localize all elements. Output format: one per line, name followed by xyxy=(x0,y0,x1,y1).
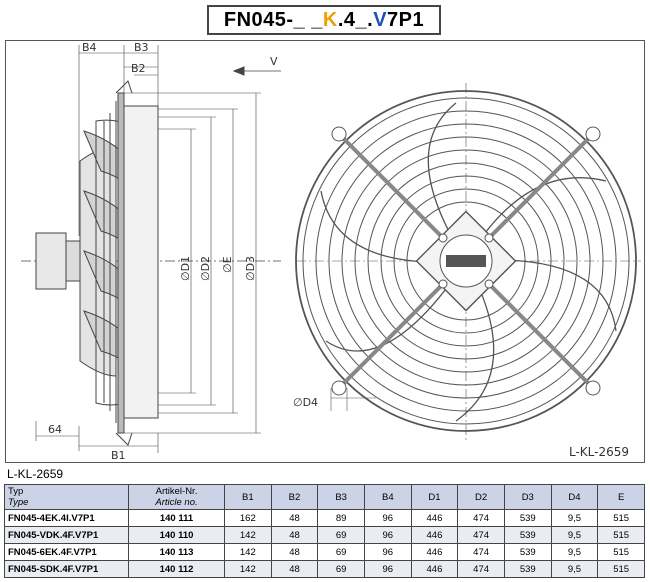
cell-d4: 9,5 xyxy=(550,543,599,561)
header-e: E xyxy=(597,484,645,510)
header-d4: D4 xyxy=(550,484,599,510)
cell-b4: 96 xyxy=(363,560,412,578)
cell-b4: 96 xyxy=(363,526,412,544)
title-suffix: 7P1 xyxy=(387,8,425,31)
cell-b2: 48 xyxy=(270,543,319,561)
cell-e: 515 xyxy=(597,509,645,527)
dim-d3: ∅D3 xyxy=(244,256,257,281)
cell-b4: 96 xyxy=(363,543,412,561)
technical-drawing: B4 B3 B2 V 64 B1 ∅D1 ∅D2 ∅E ∅D3 xyxy=(5,40,645,463)
dim-64: 64 xyxy=(48,423,62,436)
cell-article: 140 111 xyxy=(128,509,225,527)
header-article: Artikel-Nr.Article no. xyxy=(128,484,225,510)
cell-b3: 69 xyxy=(317,526,365,544)
cell-b3: 69 xyxy=(317,543,365,561)
cell-d2: 474 xyxy=(457,509,505,527)
cell-b3: 69 xyxy=(317,560,365,578)
cell-b2: 48 xyxy=(270,560,319,578)
dim-e: ∅E xyxy=(221,256,234,273)
side-view xyxy=(21,45,281,453)
cell-d1: 446 xyxy=(410,509,459,527)
dim-v: V xyxy=(270,55,278,68)
dim-d2: ∅D2 xyxy=(199,256,212,281)
table-row: FN045-4EK.4I.V7P1 140 111 162 48 89 96 4… xyxy=(4,509,645,527)
dim-b1: B1 xyxy=(111,449,126,462)
header-b3: B3 xyxy=(317,484,365,510)
drawing-svg: B4 B3 B2 V 64 B1 ∅D1 ∅D2 ∅E ∅D3 xyxy=(21,41,641,462)
cell-e: 515 xyxy=(597,526,645,544)
side-dim-labels: B4 B3 B2 V 64 B1 ∅D1 ∅D2 ∅E ∅D3 xyxy=(48,41,278,462)
cell-d4: 9,5 xyxy=(550,560,599,578)
table-row: FN045-6EK.4F.V7P1 140 113 142 48 69 96 4… xyxy=(4,543,645,561)
cell-d3: 539 xyxy=(503,560,552,578)
cell-d3: 539 xyxy=(503,509,552,527)
cell-e: 515 xyxy=(597,560,645,578)
cell-d2: 474 xyxy=(457,543,505,561)
header-b1: B1 xyxy=(224,484,272,510)
dim-b3: B3 xyxy=(134,41,149,54)
table-row: FN045-SDK.4F.V7P1 140 112 142 48 69 96 4… xyxy=(4,560,645,578)
cell-article: 140 112 xyxy=(128,560,225,578)
cell-e: 515 xyxy=(597,543,645,561)
cell-type: FN045-4EK.4I.V7P1 xyxy=(4,509,129,527)
header-d3: D3 xyxy=(503,484,552,510)
header-d2: D2 xyxy=(457,484,505,510)
cell-d4: 9,5 xyxy=(550,509,599,527)
cell-b3: 89 xyxy=(317,509,365,527)
cell-b4: 96 xyxy=(363,509,412,527)
cell-d1: 446 xyxy=(410,543,459,561)
table-row: FN045-VDK.4F.V7P1 140 110 142 48 69 96 4… xyxy=(4,526,645,544)
cell-d2: 474 xyxy=(457,526,505,544)
title-prefix: FN045-_ _ xyxy=(223,8,323,31)
cell-b1: 162 xyxy=(224,509,272,527)
table-caption: L-KL-2659 xyxy=(7,467,64,481)
cell-b1: 142 xyxy=(224,526,272,544)
cell-type: FN045-6EK.4F.V7P1 xyxy=(4,543,129,561)
cell-d3: 539 xyxy=(503,526,552,544)
dim-b4: B4 xyxy=(82,41,97,54)
title-k: K xyxy=(322,8,338,31)
cell-d4: 9,5 xyxy=(550,526,599,544)
dim-d1: ∅D1 xyxy=(179,256,192,281)
cell-d1: 446 xyxy=(410,526,459,544)
cell-d2: 474 xyxy=(457,560,505,578)
dim-b2: B2 xyxy=(131,62,146,75)
cell-b2: 48 xyxy=(270,509,319,527)
cell-d3: 539 xyxy=(503,543,552,561)
cell-article: 140 113 xyxy=(128,543,225,561)
cell-b1: 142 xyxy=(224,543,272,561)
header-b2: B2 xyxy=(270,484,319,510)
title-mid: .4_. xyxy=(337,8,374,31)
header-b4: B4 xyxy=(363,484,412,510)
front-view xyxy=(295,83,641,441)
cell-b2: 48 xyxy=(270,526,319,544)
cell-type: FN045-VDK.4F.V7P1 xyxy=(4,526,129,544)
cell-type: FN045-SDK.4F.V7P1 xyxy=(4,560,129,578)
cell-b1: 142 xyxy=(224,560,272,578)
dim-d4: ∅D4 xyxy=(293,396,318,409)
cell-d1: 446 xyxy=(410,560,459,578)
cell-article: 140 110 xyxy=(128,526,225,544)
header-d1: D1 xyxy=(410,484,459,510)
title-v: V xyxy=(373,8,388,31)
drawing-code: L-KL-2659 xyxy=(569,445,629,459)
